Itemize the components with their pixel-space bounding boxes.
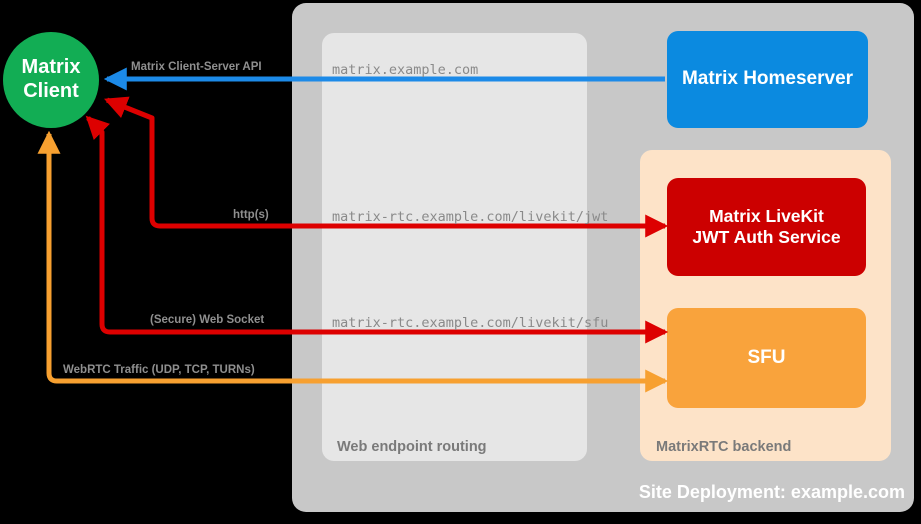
edge-http-s-out (104, 96, 665, 229)
matrix-homeserver-node[interactable] (667, 31, 868, 128)
edge-label-http-s: http(s) (233, 209, 269, 221)
matrixrtc-backend-label: MatrixRTC backend (656, 439, 792, 455)
url-label-livekit-sfu: matrix-rtc.example.com/livekit/sfu (332, 315, 609, 331)
site-deployment-label: Site Deployment: example.com (638, 482, 905, 502)
sfu-node[interactable] (667, 308, 866, 408)
edge-label-webrtc-traffic: WebRTC Traffic (UDP, TCP, TURNs) (63, 364, 255, 376)
url-label-livekit-jwt: matrix-rtc.example.com/livekit/jwt (332, 209, 609, 225)
matrix-livekit-jwt-auth-service-node[interactable] (667, 178, 866, 276)
web-endpoint-routing-label: Web endpoint routing (337, 439, 487, 455)
url-label-matrix-example-com: matrix.example.com (332, 62, 479, 78)
edge-label-matrix-client-server-api: Matrix Client-Server API (131, 61, 262, 73)
edge-webrtc-traffic (37, 130, 669, 393)
edge-label-secure-web-socket: (Secure) Web Socket (150, 314, 265, 326)
matrix-client-node[interactable] (3, 32, 99, 128)
